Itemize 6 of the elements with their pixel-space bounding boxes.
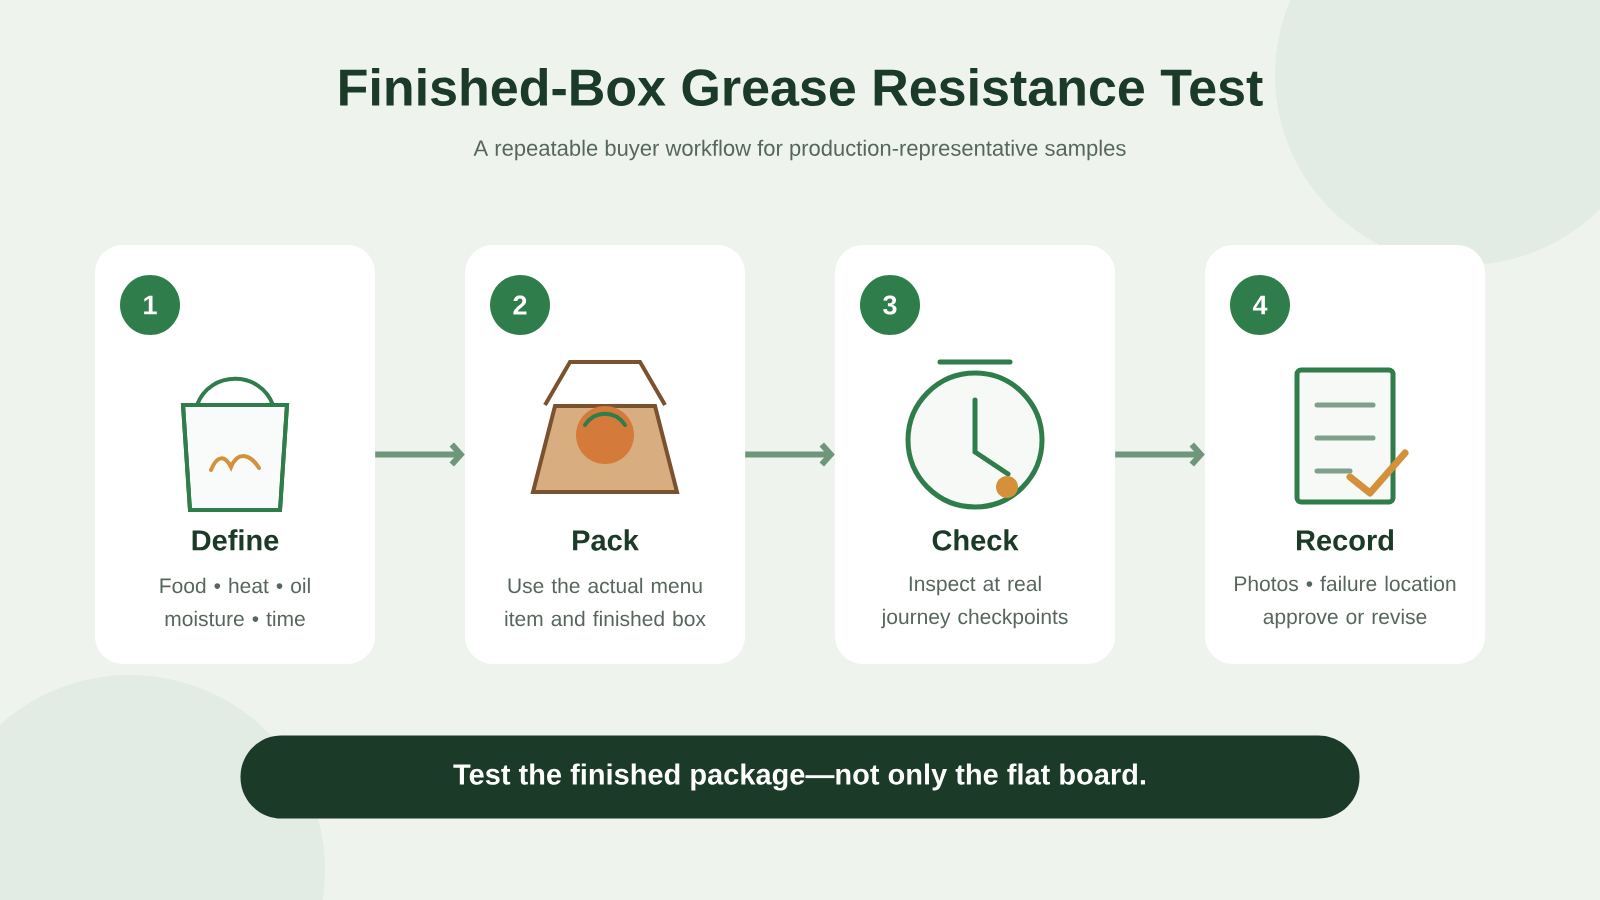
title: Finished-Box Grease Resistance Test (340, 67, 1263, 107)
subtitle: A repeatable buyer workflow for production-representative samples (473, 139, 1126, 161)
arrow (375, 442, 465, 467)
banner: Test the finished package—not only the flat board. (240, 735, 1360, 819)
arrow (1115, 442, 1205, 467)
arrow (745, 442, 835, 467)
